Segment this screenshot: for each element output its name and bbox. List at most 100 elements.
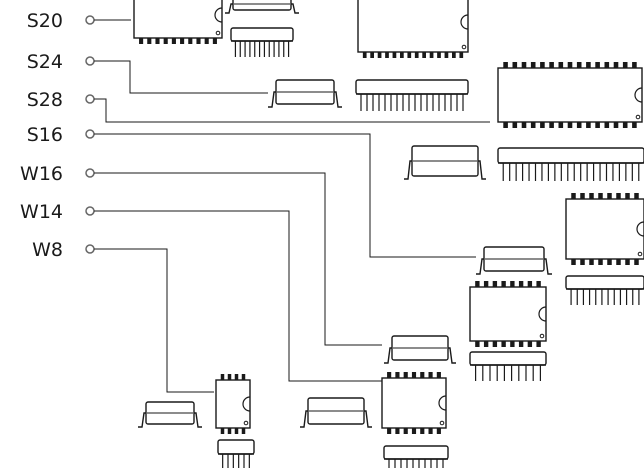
pin1-notch <box>438 395 447 411</box>
pin1-dot <box>215 30 221 36</box>
chip-top-middle <box>357 0 469 58</box>
pin1-notch <box>242 396 251 412</box>
chip-s28-end <box>497 147 644 181</box>
pin <box>163 38 168 44</box>
chip-w8-top <box>215 374 251 434</box>
leader-line-w16 <box>94 172 382 346</box>
pin <box>613 62 619 68</box>
pin <box>625 193 630 199</box>
pin <box>403 428 408 434</box>
pin <box>571 193 576 199</box>
pin <box>241 374 246 380</box>
pin <box>220 428 225 434</box>
pin <box>370 52 374 58</box>
pin <box>536 281 541 287</box>
pin <box>459 52 464 58</box>
pin <box>234 374 239 380</box>
pin <box>527 341 533 347</box>
pin <box>580 259 585 265</box>
pin <box>634 193 639 199</box>
pin <box>622 62 628 68</box>
pin1-notch <box>538 306 547 322</box>
chip-s20-end <box>230 27 294 57</box>
leader-line-w8 <box>94 248 214 393</box>
pin <box>403 372 408 378</box>
pin <box>387 372 392 378</box>
pin <box>595 122 600 128</box>
chip-w14-side <box>300 397 372 428</box>
pin <box>437 52 441 58</box>
leader-line-s24 <box>94 60 268 94</box>
label-w8: W8 <box>32 239 63 261</box>
leader-lines <box>94 19 490 393</box>
pin <box>227 428 232 434</box>
connector-s16 <box>85 129 95 139</box>
pin <box>475 341 480 347</box>
chip-body <box>565 198 644 260</box>
pin1-dot <box>539 333 545 339</box>
pin <box>632 62 637 68</box>
chip-s16-side <box>476 246 552 275</box>
pin <box>632 122 637 128</box>
connector-s28 <box>85 94 95 104</box>
pin <box>492 341 498 347</box>
pin <box>634 259 639 265</box>
pin <box>521 62 527 68</box>
pin <box>501 281 506 287</box>
pin <box>586 122 591 128</box>
pin <box>204 38 209 44</box>
pin <box>625 259 630 265</box>
pin <box>407 52 412 58</box>
pin <box>595 62 600 68</box>
pin <box>444 52 449 58</box>
pin <box>589 259 594 265</box>
pin <box>422 52 426 58</box>
chip-s16-end <box>565 275 644 305</box>
chip-s20-top <box>133 0 223 44</box>
label-w14: W14 <box>20 201 63 223</box>
pin <box>512 122 518 128</box>
pin <box>512 62 518 68</box>
pin <box>586 62 591 68</box>
pin <box>530 62 536 68</box>
leader-line-s16 <box>94 133 476 258</box>
label-w16: W16 <box>20 163 63 185</box>
chip-body <box>497 67 643 123</box>
pin <box>234 428 239 434</box>
pin <box>420 428 425 434</box>
pin1-dot <box>637 251 643 257</box>
pin1-notch <box>636 221 644 237</box>
pin <box>492 281 498 287</box>
pin <box>622 122 628 128</box>
chip-body <box>215 379 251 429</box>
pin <box>414 52 419 58</box>
pin <box>147 38 152 44</box>
pin <box>567 62 573 68</box>
pin <box>227 374 232 380</box>
pin <box>613 122 619 128</box>
pin <box>400 52 404 58</box>
chip-body <box>565 275 644 290</box>
pin <box>385 52 389 58</box>
pin1-dot <box>635 114 641 120</box>
pin <box>387 428 392 434</box>
connector-w14 <box>85 206 95 216</box>
pin1-notch <box>214 7 223 23</box>
pin <box>411 428 417 434</box>
pin <box>604 122 610 128</box>
pin1-dot <box>439 420 445 426</box>
pin1-notch <box>460 14 469 30</box>
label-s24: S24 <box>27 51 63 73</box>
connector-s20 <box>85 15 95 25</box>
pin <box>558 62 564 68</box>
chip-w16-side <box>384 335 456 364</box>
pin <box>392 52 397 58</box>
pin <box>483 341 489 347</box>
pin <box>607 193 612 199</box>
pin <box>530 122 536 128</box>
chip-body <box>355 79 469 95</box>
pin <box>549 62 554 68</box>
pin <box>510 281 515 287</box>
